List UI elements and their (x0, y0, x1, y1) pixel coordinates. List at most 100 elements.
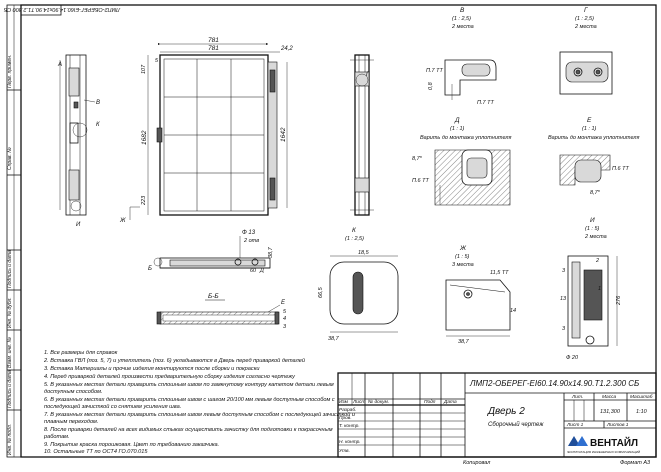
dim-107: 107 (141, 64, 147, 74)
i-scale: (1 : 5) (585, 226, 600, 232)
company-name: ВЕНТАЙЛ (590, 436, 638, 449)
side-view-left: А В К И (57, 54, 100, 228)
zh-title: Ж (459, 245, 467, 252)
dim-k-66-5: 66,5 (318, 286, 324, 298)
dim-zh-11-5: 11,5 ТТ (490, 270, 509, 276)
dim-zh-14: 14 (510, 308, 516, 314)
strip-label-inv-dubl: Инв. № дубл. (7, 297, 13, 328)
callout-2: 2 (595, 258, 599, 264)
tb-row-utv: Утв. (339, 448, 350, 454)
detail-v: В (1 : 2,5) 2 места П.7 ТТ 0,8 П.7 ТТ (426, 7, 497, 106)
g-title: Г (584, 7, 588, 14)
company-logo: ВЕНТАЙЛ ЭКСПЛУАТАЦИЯ ИНЖЕНЕРНЫХ КОММУНИК… (567, 436, 640, 454)
d-note: Варить до монтажа уплотнителя (420, 135, 511, 141)
dim-e-16: П.6 ТТ (612, 166, 629, 172)
dim-5: 5 (155, 58, 159, 64)
detail-d: Д (1 : 1) Варить до монтажа уплотнителя … (412, 117, 511, 206)
strip-label-inv-podl: Инв. № подл. (7, 424, 13, 455)
leader-g-label: Г (366, 72, 370, 78)
note-line: доступным способом. (44, 389, 103, 395)
side-profile-view: Г (350, 54, 374, 216)
e-title: Е (587, 117, 592, 124)
dim-60: 60 (250, 268, 257, 274)
technical-notes: 1. Все размеры для справок 2. Вставка ГВ… (43, 350, 355, 455)
format-label: Формат А3 (620, 460, 651, 466)
leader-i-label: И (76, 222, 81, 228)
detail-g: Г (1 : 2,5) 2 места (559, 7, 613, 95)
tb-col-sign: Подп (424, 399, 436, 405)
leader-v-label: В (96, 100, 100, 106)
note-line: 7. В указанных местах детали приварить с… (44, 411, 355, 418)
dim-781-bottom: 781 (208, 45, 219, 52)
leader-d-label: Д (259, 268, 264, 274)
note-line: 10. Остальные ТТ по ОСТ4 ГО.070.015 (44, 449, 148, 455)
tb-col-doc: № докум. (368, 399, 389, 405)
bottom-edge-view: Ф 13 2 отв 38,7 Д 60 Б (148, 230, 274, 274)
detail-k: К (1 : 2,5) 18,5 66,5 38,7 (318, 227, 399, 342)
dim-i-phi20: Ф 20 (566, 355, 579, 361)
tb-designation: ЛМП2-ОБЕРЕГ-ЕI60.14.90х14.90.Т1.2.300 СБ (469, 379, 639, 388)
d-scale: (1 : 1) (450, 126, 465, 132)
i-note: 2 места (584, 234, 607, 240)
zh-scale: (1 : 5) (455, 254, 470, 260)
dim-24-2: 24,2 (280, 46, 293, 52)
dim-d-16: П.6 ТТ (412, 178, 429, 184)
dim-k-38-7: 38,7 (328, 336, 340, 342)
dim-v-117: П.7 ТТ (426, 68, 443, 74)
tb-masshtab: 1:10 (636, 409, 648, 415)
dim-i-3b: 3 (562, 326, 566, 332)
v-scale: (1 : 2,5) (452, 16, 471, 22)
dim-223: 223 (141, 195, 147, 206)
dim-1642: 1642 (280, 127, 287, 142)
note-line: 6. В указанных местах детали приварить с… (44, 397, 335, 403)
leader-zh-label: Ж (119, 218, 126, 224)
detail-e: Е (1 : 1) Варить до монтажа уплотнителя … (548, 117, 639, 196)
dim-zh-38-7: 38,7 (458, 339, 470, 345)
dim-v-08: 0,8 (428, 81, 434, 90)
note-line: последующей зачисткой со снятием усилени… (44, 403, 181, 410)
note-line: 4. Перед приваркой деталей произвести пр… (44, 373, 296, 380)
title-block: Изм Лист № докум. Подп Дата Разраб. Пров… (337, 372, 657, 458)
e-note: Варить до монтажа уплотнителя (548, 135, 639, 141)
note-line: 2. Вставка ГВЛ (поз. 5, 7) и утеплитель … (43, 357, 305, 364)
leader-b-label: Б (148, 266, 152, 272)
dim-phi13: Ф 13 (242, 230, 256, 236)
section-bb: Б-Б Е 5 4 3 (156, 293, 287, 330)
e-scale: (1 : 1) (582, 126, 597, 132)
note-line: 1. Все размеры для справок (44, 350, 118, 356)
dim-e-87: 8,7* (590, 190, 601, 196)
strip-label-vzam: Взам. инв. № (7, 336, 13, 368)
door-front-view (156, 54, 278, 216)
callout-1: 1 (598, 286, 601, 292)
strip-label-perv: Перв. примен. (7, 55, 13, 88)
dim-i-3a: 3 (562, 268, 566, 274)
leader-e-label: Е (281, 300, 286, 306)
leader-k-label: К (96, 122, 100, 128)
dim-d-87: 8,7* (412, 156, 423, 162)
dim-i-13: 13 (560, 296, 567, 302)
detail-zh: Ж (1 : 5) 3 места 11,5 ТТ 14 38,7 (445, 245, 516, 345)
g-note: 2 места (574, 24, 597, 30)
i-title: И (590, 217, 595, 224)
callout-3: 3 (283, 324, 287, 330)
note-line: 8. После приварки деталей на всех видимы… (44, 426, 333, 433)
dim-i-276: 276 (616, 295, 622, 306)
detail-i: И (1 : 5) 2 места 276 3 13 3 Ф 20 2 1 (560, 217, 622, 361)
kopiroval-label: Копировал (463, 460, 490, 466)
strip-label-podp2: Подпись и дата (7, 370, 13, 408)
note-line: работам. (43, 434, 70, 440)
tb-listov: Листов 1 (606, 422, 629, 428)
bb-title: Б-Б (208, 293, 219, 300)
strip-label-sprav: Справ. № (7, 147, 13, 170)
v-title: В (460, 7, 465, 14)
tb-subname: Сборочный чертеж (488, 421, 544, 428)
doc-code-rotated: ЛМП2-ОБЕРЕГ-ЕI60.14.90х14.90.Т1.2.300 СБ (3, 6, 121, 12)
dim-2-holes: 2 отв (243, 238, 259, 244)
tb-h-massa: Масса (602, 394, 617, 400)
zh-note: 3 места (452, 262, 474, 268)
leader-a-label: А (57, 62, 62, 68)
tb-h-lit: Лит. (571, 394, 583, 400)
dim-781-top: 781 (208, 37, 219, 44)
tb-row-razrab: Разраб. (339, 407, 356, 413)
